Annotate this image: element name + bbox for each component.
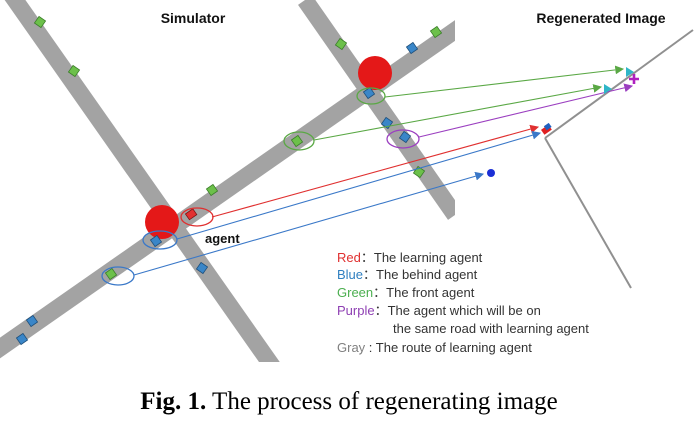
blue-car bbox=[195, 261, 209, 275]
legend: Red：The learning agent Blue：The behind a… bbox=[337, 250, 589, 355]
arrow-green-top bbox=[384, 65, 625, 98]
red-ball-upper bbox=[358, 56, 392, 90]
regen-green-marker-top bbox=[626, 67, 634, 77]
green-car bbox=[67, 64, 81, 78]
legend-key-gray: Gray bbox=[337, 340, 366, 355]
arrow-purple bbox=[418, 83, 634, 138]
green-car bbox=[290, 134, 304, 148]
legend-line-gray: Gray : The route of learning agent bbox=[337, 340, 532, 355]
legend-line-purple: Purple：The agent which will be on bbox=[337, 303, 541, 318]
road-diagonal-right bbox=[298, 0, 455, 220]
agent-label: agent bbox=[205, 231, 240, 246]
simulator-title: Simulator bbox=[161, 10, 226, 26]
legend-text-purple: The agent which will be on bbox=[388, 303, 541, 318]
legend-text-purple-cont: the same road with learning agent bbox=[393, 321, 589, 336]
highlight-purple bbox=[386, 129, 420, 149]
regen-green-marker-mid bbox=[604, 84, 612, 94]
legend-line-blue: Blue：The behind agent bbox=[337, 267, 478, 282]
highlight-green bbox=[283, 131, 315, 151]
simulator-cars bbox=[15, 15, 443, 346]
legend-key-blue: Blue bbox=[337, 267, 363, 282]
road-diagonal-left bbox=[4, 0, 280, 362]
highlight-ellipses bbox=[101, 87, 420, 286]
blue-car bbox=[362, 86, 376, 100]
regen-blue-agent-marker bbox=[543, 122, 552, 131]
highlight-blue bbox=[101, 266, 135, 286]
red-car bbox=[184, 208, 198, 221]
green-car bbox=[33, 15, 47, 29]
caption-label: Fig. 1. bbox=[140, 388, 207, 415]
legend-text-green: The front agent bbox=[386, 285, 475, 300]
legend-key-red: Red bbox=[337, 250, 361, 265]
legend-text-gray: The route of learning agent bbox=[376, 340, 532, 355]
highlight-blue bbox=[142, 230, 178, 250]
legend-line-green: Green：The front agent bbox=[337, 285, 475, 300]
blue-car bbox=[398, 130, 412, 144]
regenerated-routes bbox=[544, 29, 694, 289]
route-line-lower bbox=[544, 137, 632, 289]
route-line-upper bbox=[544, 29, 694, 139]
legend-key-green: Green bbox=[337, 285, 373, 300]
arrow-blue-mid bbox=[176, 130, 542, 240]
legend-sep-blue: ： bbox=[363, 267, 376, 282]
legend-sep-red: ： bbox=[361, 250, 374, 265]
legend-line-purple-cont: the same road with learning agent bbox=[393, 321, 589, 336]
legend-text-red: The learning agent bbox=[374, 250, 483, 265]
arrow-blue-low bbox=[133, 171, 485, 276]
legend-sep-gray: : bbox=[365, 340, 376, 355]
legend-sep-green: ： bbox=[373, 285, 386, 300]
caption-text: The process of regenerating image bbox=[212, 388, 558, 415]
legend-line-red: Red：The learning agent bbox=[337, 250, 483, 265]
blue-car bbox=[15, 332, 29, 346]
regen-blue-dot bbox=[487, 169, 495, 177]
red-ball-lower bbox=[145, 205, 179, 239]
legend-sep-purple: ： bbox=[375, 303, 388, 318]
blue-car bbox=[149, 234, 163, 248]
green-car bbox=[104, 267, 118, 281]
blue-car bbox=[25, 314, 39, 328]
legend-key-purple: Purple bbox=[337, 303, 375, 318]
legend-text-blue: The behind agent bbox=[376, 267, 478, 282]
regen-purple-plus-icon bbox=[629, 74, 639, 84]
arrow-green-mid bbox=[313, 84, 603, 141]
green-car bbox=[429, 25, 443, 39]
mapping-arrows bbox=[133, 65, 634, 276]
green-car bbox=[205, 183, 219, 197]
green-car bbox=[334, 37, 348, 51]
figure-caption: Fig. 1. The process of regenerating imag… bbox=[0, 388, 698, 416]
regenerated-markers bbox=[487, 67, 639, 177]
regenerated-title: Regenerated Image bbox=[536, 10, 665, 26]
highlight-green bbox=[356, 87, 386, 105]
blue-car bbox=[405, 41, 419, 55]
arrow-red bbox=[211, 124, 540, 218]
